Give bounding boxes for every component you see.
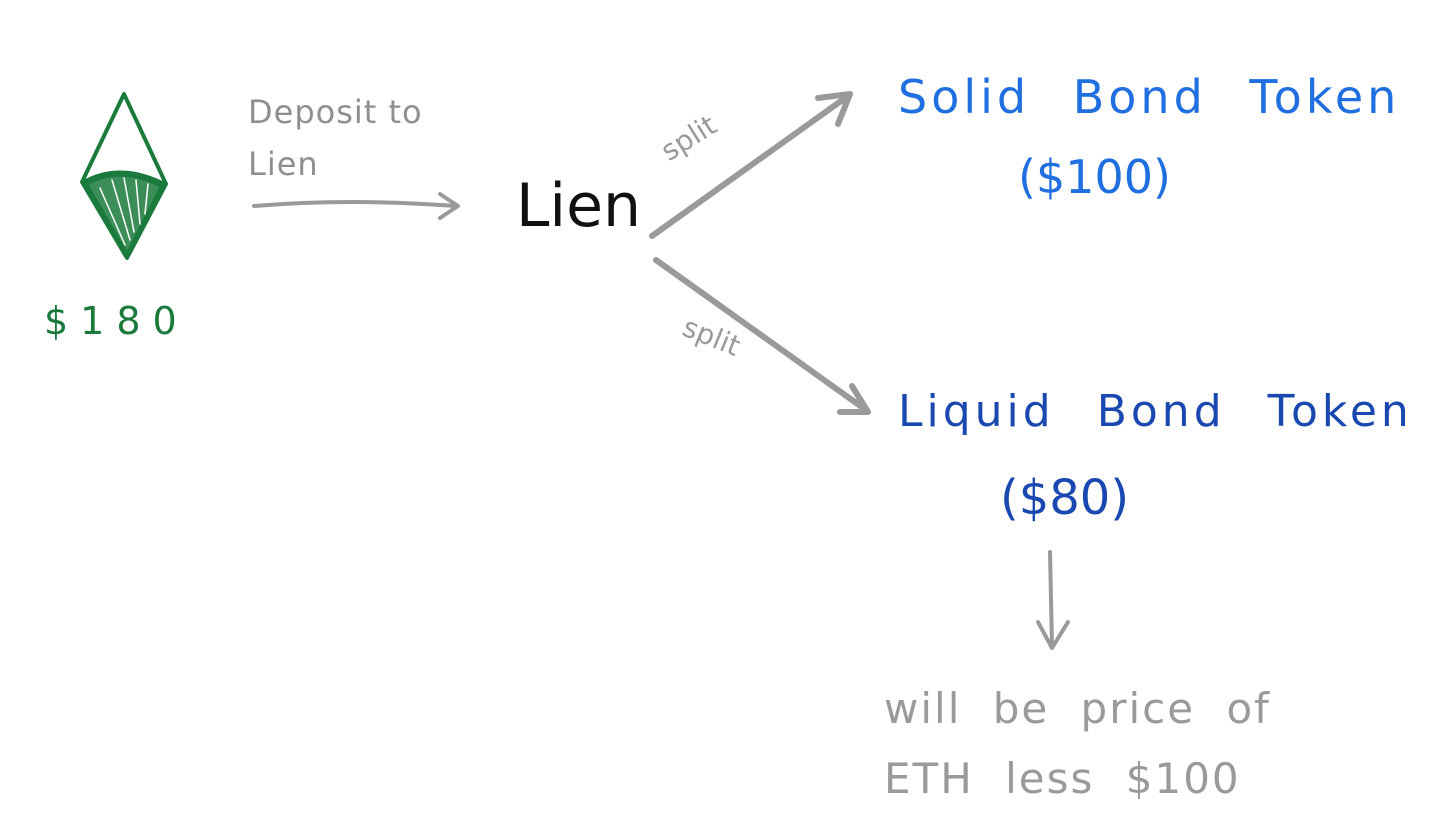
deposit-label-line1: Deposit to <box>248 93 423 131</box>
liquid-down-arrow <box>1036 550 1070 650</box>
eth-diamond-hatch <box>99 177 149 246</box>
liquid-bond-note-line1: will be price of <box>884 684 1271 733</box>
deposit-arrow <box>252 192 460 220</box>
ethereum-diamond-icon <box>80 92 168 260</box>
split-arrow-solid <box>649 91 853 239</box>
deposit-label-line2: Lien <box>248 145 319 183</box>
liquid-bond-note-line2: ETH less $100 <box>884 754 1241 803</box>
deposit-label: Deposit to Lien <box>248 86 423 190</box>
split-arrow-liquid <box>653 257 871 415</box>
lien-title: Lien <box>516 171 642 241</box>
eth-price-label: $180 <box>44 299 189 343</box>
eth-diamond-shade <box>84 172 164 257</box>
solid-bond-token-name: Solid Bond Token <box>898 70 1401 124</box>
liquid-bond-token-name: Liquid Bond Token <box>898 386 1413 437</box>
eth-diamond-outline <box>80 92 168 260</box>
liquid-bond-note: will be price of ETH less $100 <box>884 674 1271 814</box>
solid-bond-token-value: ($100) <box>1018 150 1171 204</box>
liquid-bond-token-value: ($80) <box>1000 470 1130 526</box>
